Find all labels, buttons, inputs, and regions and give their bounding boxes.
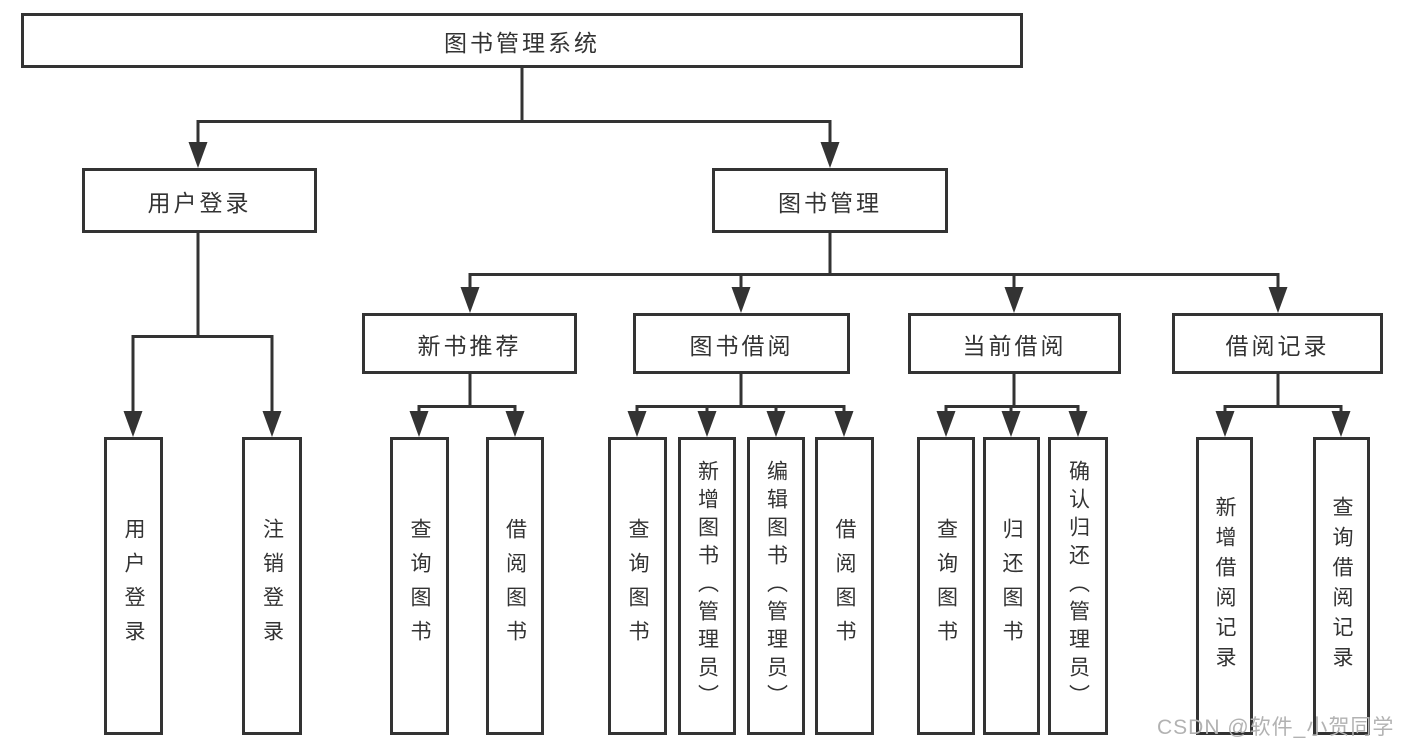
leaf-newbook-query-books: 查询图书 [390, 437, 449, 735]
leaf-user-login: 用户登录 [104, 437, 163, 735]
leaf-label: 查询图书 [408, 518, 431, 654]
leaf-borrow-query-books: 查询图书 [608, 437, 667, 735]
arrowhead-icon [460, 287, 480, 313]
leaf-logout: 注销登录 [242, 437, 302, 735]
leaf-label: 用户登录 [122, 518, 145, 654]
leaf-current-return-books: 归还图书 [983, 437, 1040, 735]
leaf-current-query-books: 查询图书 [917, 437, 975, 735]
leaf-label: 查询借阅记录 [1330, 496, 1353, 676]
arrowhead-icon [627, 411, 647, 437]
arrowhead-icon [188, 142, 208, 168]
node-new-book-recommend: 新书推荐 [362, 313, 577, 374]
leaf-newbook-borrow-books: 借阅图书 [486, 437, 544, 735]
node-label: 新书推荐 [417, 332, 522, 359]
connector-root-split [196, 68, 832, 145]
root-node-library-management-system: 图书管理系统 [21, 13, 1023, 68]
connector-current-split [944, 373, 1080, 415]
leaf-label: 借阅图书 [503, 518, 527, 654]
node-book-management: 图书管理 [712, 168, 948, 233]
arrowhead-icon [936, 411, 956, 437]
arrowhead-icon [1331, 411, 1351, 437]
node-borrow-records: 借阅记录 [1172, 313, 1383, 374]
root-node-label: 图书管理系统 [444, 29, 600, 56]
arrowhead-icon [766, 411, 786, 437]
node-label: 图书借阅 [689, 332, 794, 359]
leaf-borrow-edit-books-admin: 编辑图书（管理员） [747, 437, 805, 735]
node-user-login: 用户登录 [82, 168, 317, 233]
leaf-label: 查询图书 [934, 518, 958, 654]
connector-newbook-split [417, 373, 517, 415]
connector-borrow-split [635, 373, 846, 415]
leaf-records-add-record: 新增借阅记录 [1196, 437, 1253, 735]
arrowhead-icon [1068, 411, 1088, 437]
connector-mgmt-split [468, 233, 1280, 290]
node-current-borrow: 当前借阅 [908, 313, 1121, 374]
leaf-records-query-record: 查询借阅记录 [1313, 437, 1370, 735]
arrowhead-icon [731, 287, 751, 313]
node-label: 用户登录 [147, 189, 252, 216]
leaf-label: 注销登录 [260, 518, 284, 654]
leaf-label: 编辑图书（管理员） [764, 460, 788, 712]
arrowhead-icon [505, 411, 525, 437]
csdn-watermark: CSDN @软件_小贺同学 [1157, 716, 1395, 739]
node-label: 借阅记录 [1225, 332, 1330, 359]
node-label: 图书管理 [778, 189, 882, 216]
arrowhead-icon [1268, 287, 1288, 313]
arrowhead-icon [1215, 411, 1235, 437]
leaf-label: 新增借阅记录 [1213, 496, 1236, 676]
node-label: 当前借阅 [962, 332, 1067, 359]
leaf-borrow-add-books-admin: 新增图书（管理员） [678, 437, 736, 735]
connector-records-split [1223, 373, 1343, 415]
arrowhead-icon [123, 411, 143, 437]
node-book-borrow: 图书借阅 [633, 313, 850, 374]
arrowhead-icon [820, 142, 840, 168]
arrowhead-icon [697, 411, 717, 437]
leaf-label: 新增图书（管理员） [695, 460, 719, 712]
arrowhead-icon [834, 411, 854, 437]
arrowhead-icon [1004, 287, 1024, 313]
leaf-label: 查询图书 [626, 518, 649, 654]
arrowhead-icon [262, 411, 282, 437]
leaf-label: 归还图书 [1000, 518, 1023, 654]
leaf-label: 确认归还（管理员） [1066, 460, 1090, 712]
arrowhead-icon [409, 411, 429, 437]
leaf-borrow-borrow-books: 借阅图书 [815, 437, 874, 735]
leaf-label: 借阅图书 [833, 518, 856, 654]
arrowhead-icon [1001, 411, 1021, 437]
leaf-current-confirm-return-admin: 确认归还（管理员） [1048, 437, 1108, 735]
connector-login-split [131, 233, 274, 415]
